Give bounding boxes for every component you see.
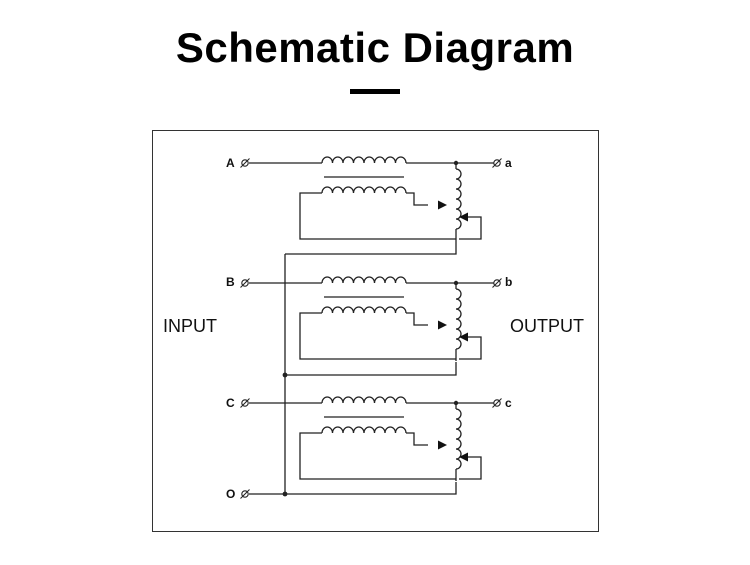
terminal-label-A: A (226, 156, 235, 170)
stage-c-feedback-loop (459, 456, 482, 480)
terminal-label-B: B (226, 275, 235, 289)
terminal-label-O: O (226, 487, 236, 501)
terminal-label-a: a (505, 156, 512, 170)
junction-dot (282, 491, 288, 497)
input-terminal-B-icon (239, 277, 251, 289)
page-title: Schematic Diagram (175, 24, 575, 71)
terminal-label-C: C (226, 396, 235, 410)
input-terminal-C-icon (239, 397, 251, 409)
stage-c-secondary-loop (299, 432, 456, 480)
stage-b-wiper-arrow (438, 320, 447, 330)
output-label: OUTPUT (510, 316, 584, 336)
stage-a-neutral-link (285, 241, 457, 255)
stage-a-secondary-coil (321, 186, 407, 194)
output-terminal-a-icon (491, 157, 503, 169)
stage-c-secondary-coil (321, 426, 407, 434)
terminal-label-c: c (505, 396, 512, 410)
diagram-frame (152, 130, 599, 532)
stage-b-feedback-loop (459, 336, 482, 360)
stage-b-secondary-coil (321, 306, 407, 314)
output-terminal-c-icon (491, 397, 503, 409)
stage-a-series-coil (321, 156, 407, 164)
stage-b-regulator-coil (455, 288, 462, 350)
stage-a-secondary-loop (299, 192, 456, 240)
stage-a-wiper-arrow (438, 200, 447, 210)
stage-b-secondary-loop (299, 312, 456, 360)
stage-c-series-coil (321, 396, 407, 404)
stage-a-wiper-feed (406, 192, 428, 206)
stage-b-wiper-feed (406, 312, 428, 326)
stage-c-wiper-feed (406, 432, 428, 446)
input-label: INPUT (163, 316, 217, 336)
input-terminal-A-icon (239, 157, 251, 169)
stage-b-series-coil (321, 276, 407, 284)
stage-c-regulator-coil (455, 408, 462, 470)
stage-a-feedback-loop (459, 216, 482, 240)
junction-dot (282, 372, 288, 378)
neutral-terminal-icon (239, 488, 251, 500)
stage-a-regulator-coil (455, 168, 462, 230)
stage-c-neutral-link (285, 482, 457, 495)
stage-c-wiper-arrow (438, 440, 447, 450)
title-underline (350, 89, 400, 94)
output-terminal-b-icon (491, 277, 503, 289)
stage-b-neutral-link (285, 362, 457, 376)
terminal-label-b: b (505, 275, 513, 289)
